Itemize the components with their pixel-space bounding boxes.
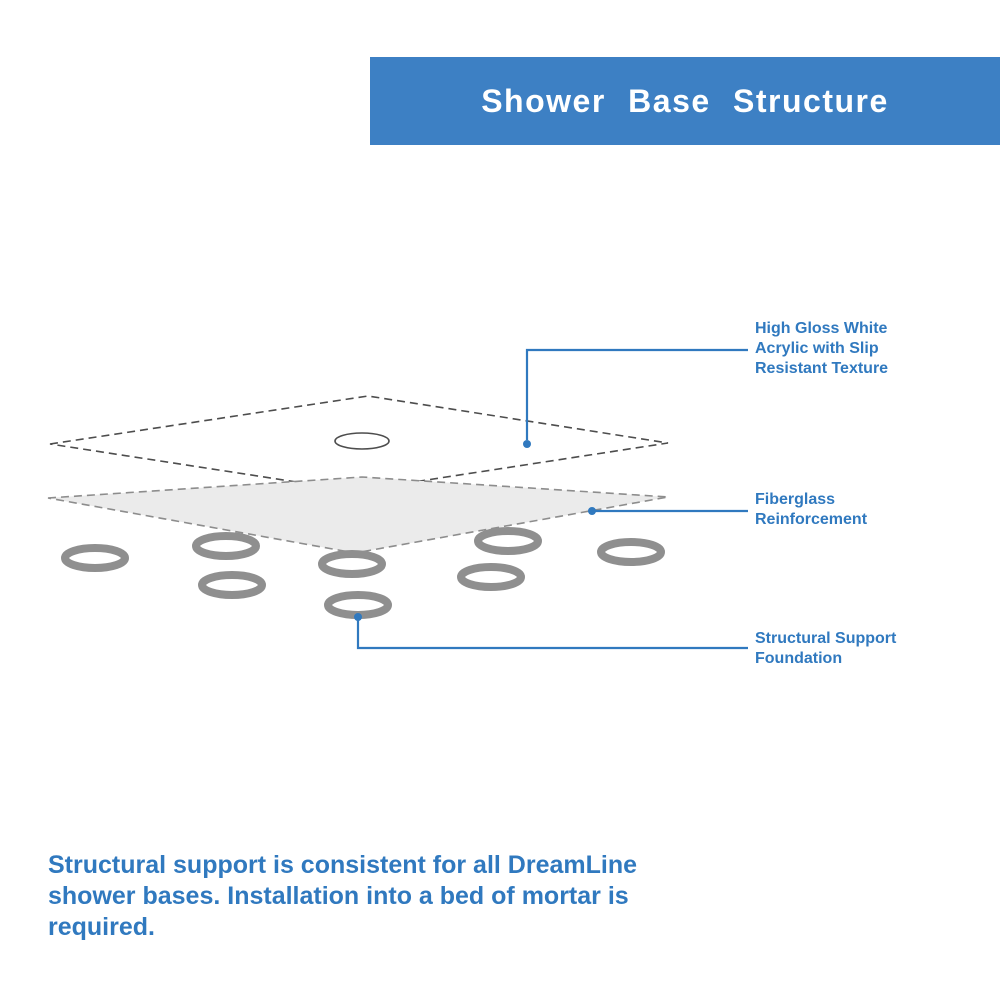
support-ring (597, 538, 665, 566)
title-banner: Shower Base Structure (370, 57, 1000, 145)
support-ring (61, 544, 129, 572)
fiberglass-layer (47, 476, 669, 554)
footer-note: Structural support is consistent for all… (48, 851, 638, 941)
support-ring (324, 591, 392, 619)
support-rings (61, 527, 665, 619)
callout-fiberglass-label: Fiberglass Reinforcement (755, 491, 868, 528)
support-ring (474, 527, 542, 555)
acrylic-leader-line (525, 348, 748, 440)
drain-ellipse (334, 432, 390, 450)
support-leader-line (356, 620, 748, 650)
callout-leader-lines (354, 348, 748, 650)
page-title: Shower Base Structure (481, 82, 889, 119)
acrylic-leader-dot (523, 440, 531, 448)
callout-acrylic-label: High Gloss White Acrylic with Slip Resis… (755, 320, 889, 377)
support-ring (318, 550, 386, 578)
support-ring (198, 571, 266, 599)
fiberglass-leader-dot (588, 507, 596, 515)
callout-support-label: Structural Support Foundation (755, 630, 897, 667)
support-ring (457, 563, 525, 591)
support-leader-dot (354, 613, 362, 621)
support-ring (192, 532, 260, 560)
acrylic-layer-outline (49, 395, 669, 492)
